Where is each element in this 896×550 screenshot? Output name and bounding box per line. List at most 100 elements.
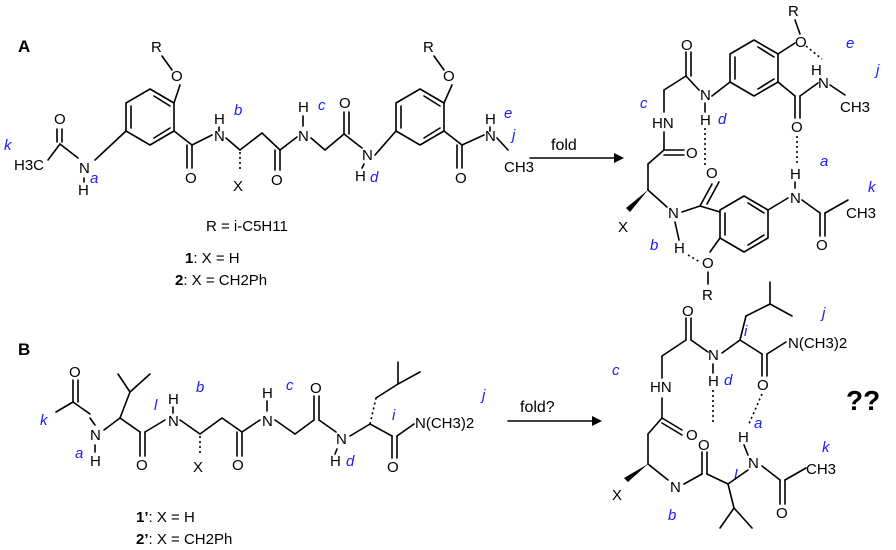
- atom-n: N: [700, 87, 711, 104]
- atom-o: O: [54, 111, 66, 128]
- atom-o: O: [443, 68, 455, 85]
- atom-h: H: [90, 453, 101, 470]
- atom-ch3: CH3: [840, 99, 870, 116]
- atom-o: O: [171, 68, 183, 85]
- atom-n: N: [262, 413, 273, 430]
- label-c: c: [318, 97, 326, 114]
- atom-o: O: [682, 303, 694, 320]
- label-a: a: [90, 170, 98, 187]
- label-e: e: [504, 105, 512, 122]
- atom-h: H: [790, 166, 801, 183]
- atom-h3c: H3C: [14, 157, 44, 174]
- atom-o: O: [232, 457, 244, 474]
- atom-n: N: [79, 160, 90, 177]
- label-i: i: [744, 323, 748, 340]
- atom-o: O: [681, 37, 693, 54]
- atom-o: O: [185, 170, 197, 187]
- atom-hn: HN: [650, 379, 672, 396]
- arrow-b: fold?: [507, 399, 602, 426]
- atom-h: H: [738, 429, 749, 446]
- atom-x: X: [618, 219, 628, 236]
- atom-n: N: [668, 205, 679, 222]
- label-d: d: [718, 111, 727, 128]
- atom-nch3-2: N(CH3)2: [415, 415, 474, 432]
- atom-h: H: [330, 453, 341, 470]
- label-l: l: [734, 467, 738, 484]
- atom-x: X: [612, 487, 622, 504]
- atom-o: O: [339, 95, 351, 112]
- atom-o: O: [136, 457, 148, 474]
- atom-ch3: CH3: [504, 159, 534, 176]
- atom-x: X: [233, 178, 243, 195]
- label-k: k: [822, 439, 831, 456]
- atom-h: H: [262, 385, 273, 402]
- atom-r: R: [151, 39, 162, 56]
- atom-h: H: [700, 112, 711, 129]
- atom-o: O: [271, 172, 283, 189]
- atom-n: N: [214, 128, 225, 145]
- label-e: e: [846, 35, 854, 52]
- atom-o: O: [455, 170, 467, 187]
- panel-b-folded-structure: c O N H d i O N(CH3)2 j HN O X: [612, 281, 880, 529]
- atom-r: R: [788, 3, 799, 20]
- label-b: b: [650, 237, 658, 254]
- atom-n: N: [362, 147, 373, 164]
- label-j: j: [480, 387, 486, 404]
- label-d: d: [346, 453, 355, 470]
- compound-1-caption: 1: X = H: [185, 250, 240, 267]
- r-definition: R = i-C5H11: [206, 218, 288, 235]
- panel-a-linear-structure: A k O H3C N H a O R O N H b X: [4, 37, 534, 289]
- atom-r: R: [702, 287, 713, 304]
- atom-n: N: [298, 128, 309, 145]
- atom-n: N: [818, 75, 829, 92]
- atom-ch3: CH3: [846, 205, 876, 222]
- atom-h: H: [811, 62, 822, 79]
- label-c: c: [612, 362, 620, 379]
- atom-n: N: [336, 431, 347, 448]
- atom-h: H: [674, 240, 685, 257]
- atom-o: O: [387, 459, 399, 476]
- atom-h: H: [78, 182, 89, 199]
- label-j: j: [820, 305, 826, 322]
- label-b: b: [668, 507, 676, 524]
- label-b: b: [196, 379, 204, 396]
- atom-o: O: [698, 437, 710, 454]
- atom-hn: HN: [652, 115, 674, 132]
- label-d: d: [724, 372, 733, 389]
- atom-o: O: [686, 145, 698, 162]
- atom-o: O: [816, 237, 828, 254]
- atom-n: N: [708, 347, 719, 364]
- label-a: a: [820, 153, 828, 170]
- atom-n: N: [748, 455, 759, 472]
- atom-h: H: [355, 168, 366, 185]
- atom-o: O: [757, 377, 769, 394]
- label-k: k: [4, 137, 13, 154]
- compound-2p-caption: 2’: X = CH2Ph: [136, 531, 232, 548]
- atom-h: H: [214, 111, 225, 128]
- atom-o: O: [795, 34, 807, 51]
- atom-o: O: [791, 119, 803, 136]
- panel-a-folded-structure: O R H e O N CH3 j N H d O HN c O: [618, 3, 880, 304]
- atom-n: N: [790, 190, 801, 207]
- atom-nch3-2: N(CH3)2: [788, 335, 847, 352]
- arrow-b-label: fold?: [520, 399, 555, 416]
- atom-h: H: [708, 373, 719, 390]
- label-j: j: [874, 62, 880, 79]
- atom-h: H: [298, 99, 309, 116]
- atom-n: N: [168, 413, 179, 430]
- atom-n: N: [90, 427, 101, 444]
- atom-ch3: CH3: [806, 461, 836, 478]
- arrow-a: fold: [529, 137, 624, 163]
- atom-n: N: [670, 479, 681, 496]
- compound-2-caption: 2: X = CH2Ph: [175, 272, 267, 289]
- panel-b-label: B: [18, 340, 30, 359]
- compound-1p-caption: 1’: X = H: [136, 509, 195, 526]
- label-a: a: [754, 415, 762, 432]
- label-k: k: [868, 179, 877, 196]
- label-i: i: [392, 407, 396, 424]
- atom-o: O: [776, 505, 788, 522]
- atom-x: X: [193, 459, 203, 476]
- atom-o: O: [69, 364, 81, 381]
- panel-a-label: A: [18, 37, 30, 56]
